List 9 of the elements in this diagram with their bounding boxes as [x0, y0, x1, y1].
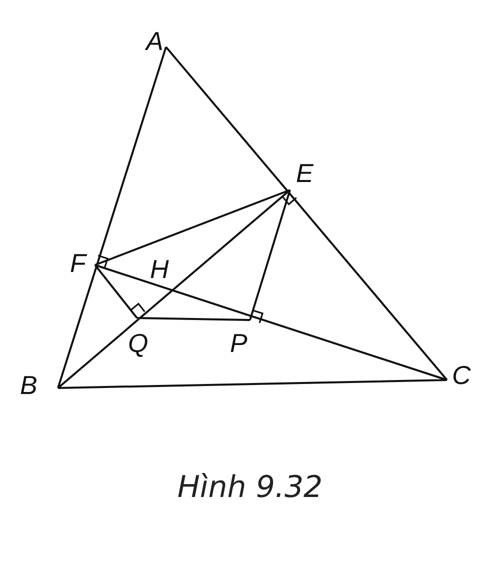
point-label: H	[150, 256, 169, 282]
point-label: B	[20, 372, 38, 398]
point-label: Q	[128, 330, 148, 356]
point-label: E	[296, 160, 314, 186]
point-label: C	[452, 362, 471, 388]
point-label: A	[146, 28, 164, 54]
point-label: F	[70, 250, 86, 276]
figure-caption: Hình 9.32	[176, 470, 324, 505]
point-label: P	[230, 330, 248, 356]
